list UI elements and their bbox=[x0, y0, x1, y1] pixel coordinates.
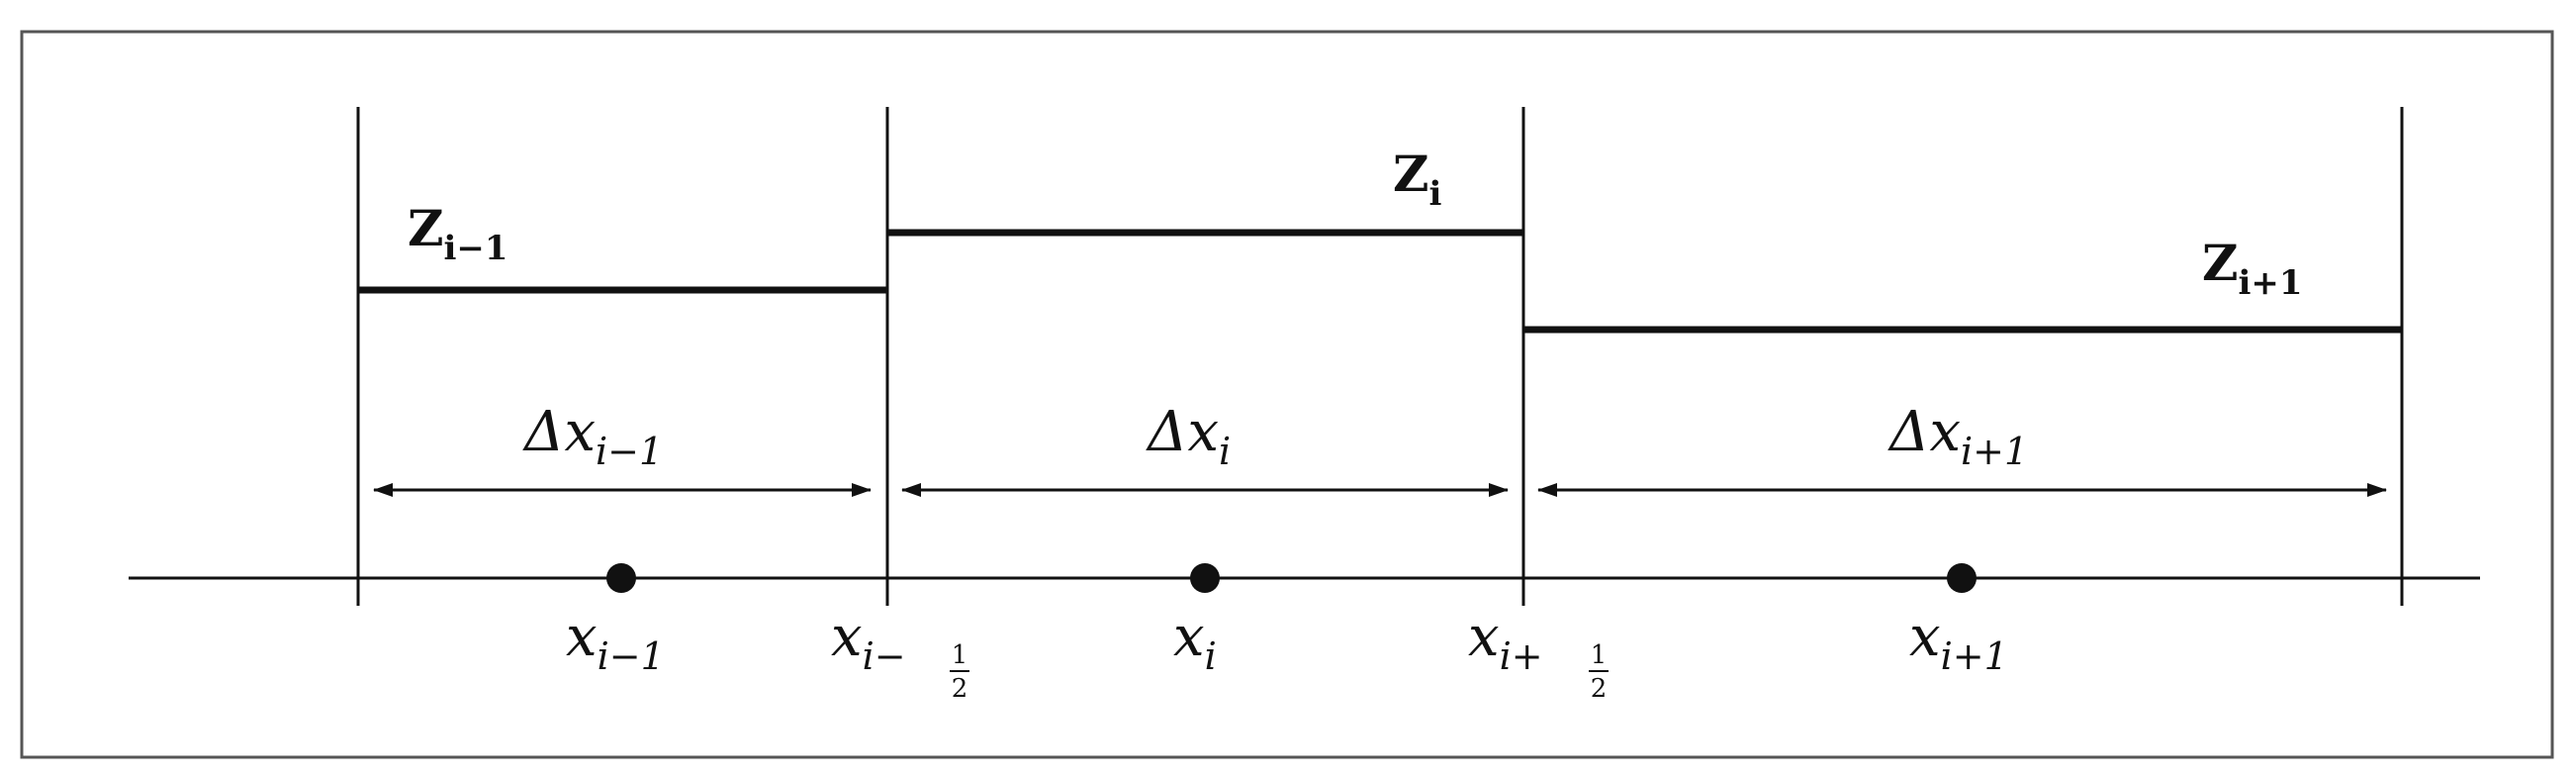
node-x-i bbox=[1190, 563, 1220, 593]
svg-text:1: 1 bbox=[1591, 640, 1608, 670]
label-x-i: xi bbox=[1173, 605, 1217, 678]
svg-text:2: 2 bbox=[952, 674, 968, 704]
label-x-i-plus-half: xi+ 1 2 bbox=[1468, 605, 1609, 704]
node-x-i-plus-1 bbox=[1947, 563, 1977, 593]
label-z-i-minus-1: Zi−1 bbox=[408, 199, 508, 268]
svg-text:xi+: xi+ bbox=[1468, 605, 1543, 678]
label-delta-x-i: Δxi bbox=[1146, 400, 1231, 473]
label-x-i-plus-1: xi+1 bbox=[1909, 605, 2008, 678]
svg-text:1: 1 bbox=[952, 640, 968, 670]
svg-text:2: 2 bbox=[1591, 674, 1608, 704]
label-x-i-minus-1: xi−1 bbox=[566, 605, 665, 678]
node-x-i-minus-1 bbox=[606, 563, 636, 593]
diagram-frame bbox=[20, 30, 2554, 759]
svg-text:xi−: xi− bbox=[831, 605, 906, 678]
label-x-i-minus-half: xi− 1 2 bbox=[831, 605, 969, 704]
label-delta-x-i-plus-1: Δxi+1 bbox=[1887, 400, 2028, 473]
label-z-i-plus-1: Zi+1 bbox=[2202, 234, 2303, 303]
label-z-i: Zi bbox=[1393, 145, 1442, 214]
label-delta-x-i-minus-1: Δxi−1 bbox=[522, 400, 663, 473]
